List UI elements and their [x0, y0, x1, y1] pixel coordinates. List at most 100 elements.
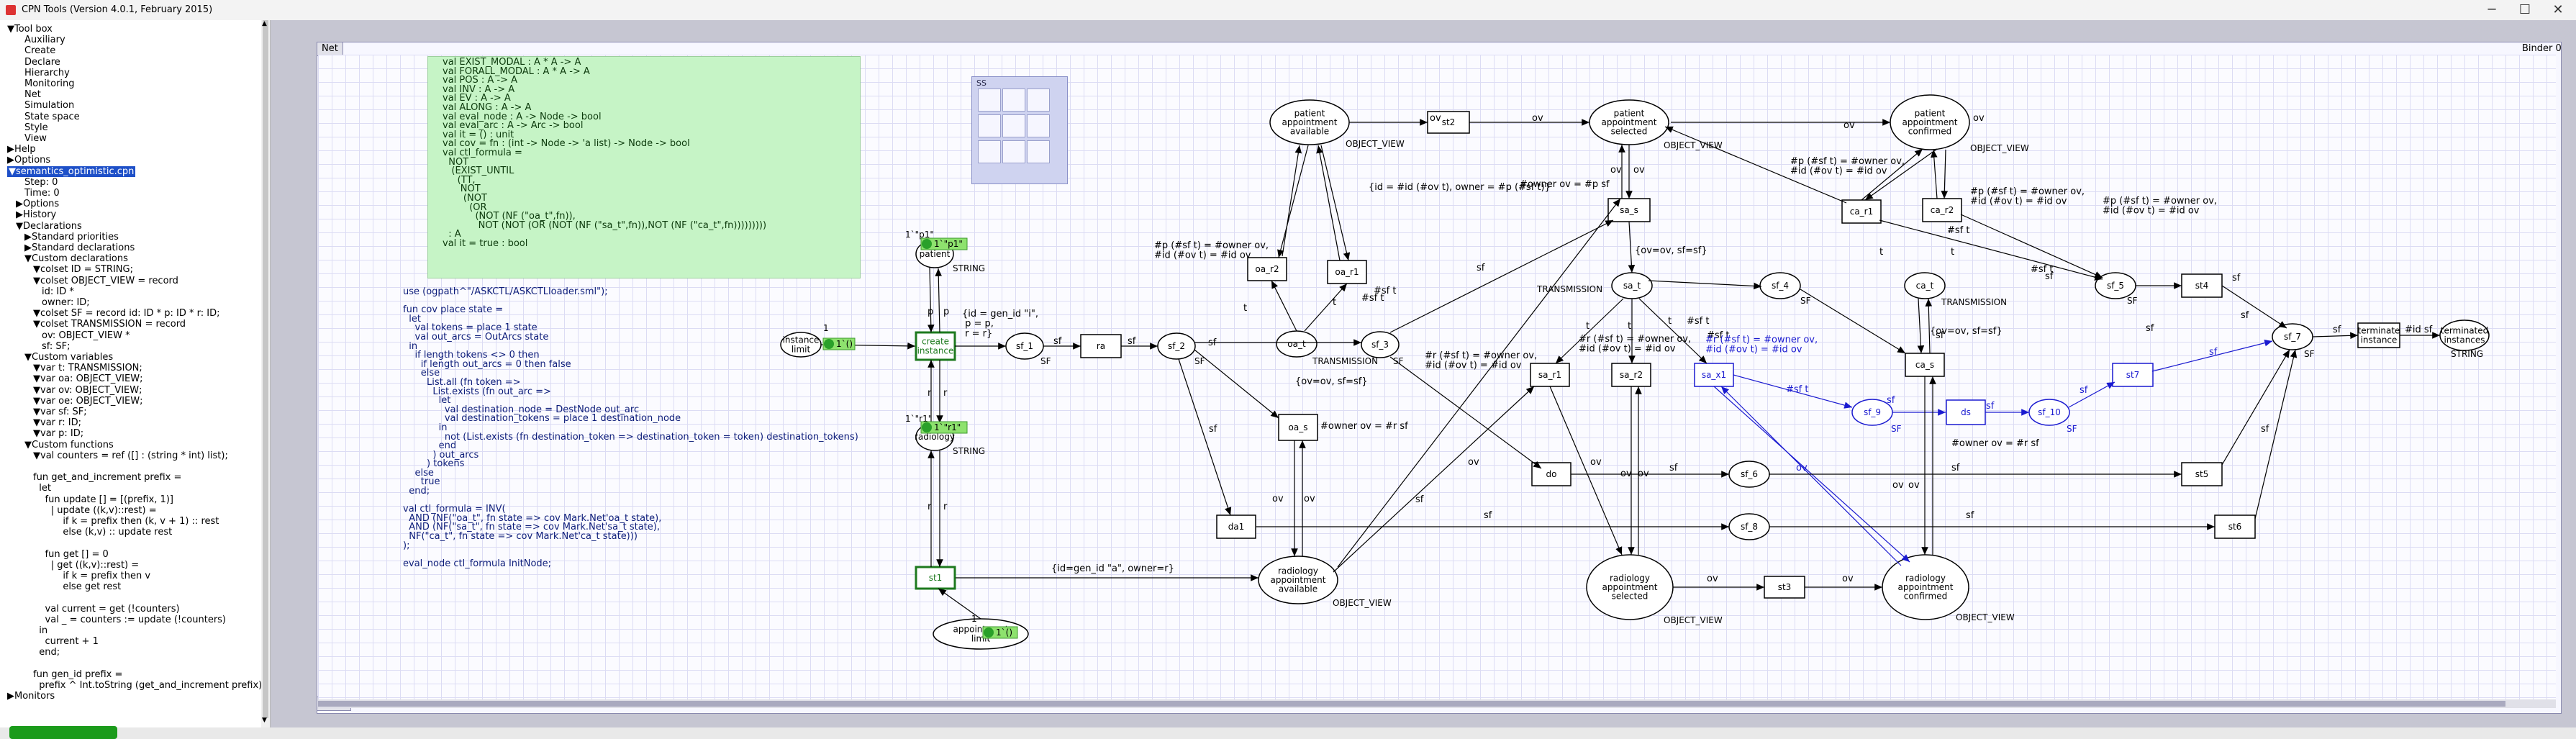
net-canvas[interactable]: val EXIST_MODAL : A * A -> A val FORALL_… [318, 55, 2556, 699]
tree-item[interactable]: ▼Custom functions [24, 439, 114, 450]
tree-item[interactable]: ▶Monitors [7, 691, 55, 702]
tree-item[interactable]: Declare [24, 56, 60, 68]
t-oar2 [1247, 257, 1287, 281]
ss-save-icon[interactable] [1027, 89, 1050, 112]
arc [1549, 386, 1623, 556]
tree-item[interactable]: ▼Custom variables [24, 352, 114, 363]
tree-item[interactable]: ov: OBJECT_VIEW * [42, 330, 130, 341]
tree-item[interactable]: ▼Tool box [7, 24, 53, 35]
tree-item[interactable]: else (k,v) :: update rest [33, 527, 173, 538]
tree-item[interactable]: ▼var oe: OBJECT_VIEW; [33, 395, 143, 407]
tree-item[interactable]: Time: 0 [24, 188, 60, 199]
tree-item[interactable]: end; [33, 647, 60, 658]
tree-item[interactable]: Create [24, 45, 56, 57]
state-space-palette[interactable]: SS [971, 76, 1068, 184]
ss-display-path-icon[interactable] [1027, 140, 1050, 163]
ss-display-node-icon[interactable] [978, 114, 1001, 137]
tree-item[interactable]: current + 1 [33, 636, 99, 648]
net-label: #sf t [2031, 264, 2053, 275]
index-scrollbar[interactable] [261, 20, 270, 727]
tree-item[interactable]: ▼var p: ID; [33, 428, 84, 440]
tree-item[interactable]: ▼var sf: SF; [33, 407, 87, 417]
tree-item[interactable]: ▼colset ID = STRING; [33, 264, 133, 276]
arc [1628, 221, 1636, 273]
color-set-label: STRING [953, 446, 985, 456]
tree-item[interactable]: ▶Standard declarations [24, 242, 135, 253]
ss-display-successors-icon[interactable] [1002, 114, 1025, 137]
net-label: sf [1128, 336, 1136, 347]
tree-item[interactable]: ▶Options [7, 155, 51, 166]
close-icon[interactable]: ✕ [2552, 2, 2564, 17]
tree-item[interactable]: Step: 0 [24, 176, 58, 188]
tree-item[interactable]: View [24, 133, 47, 144]
tree-item[interactable]: ▶History [16, 209, 57, 221]
maximize-icon[interactable]: ☐ [2518, 2, 2531, 17]
tree-item[interactable]: else get rest [33, 581, 122, 593]
tree-item[interactable]: | update ((k,v)::rest) = [33, 504, 157, 516]
tree-item[interactable]: Net [24, 89, 41, 101]
tree-item[interactable]: ▼semantics_optimistic.cpn [7, 166, 136, 177]
net-label: #r (#sf t) = #owner ov,#id (#ov t) = #id… [1579, 334, 1691, 355]
canvas-horizontal-scrollbar[interactable] [318, 699, 2556, 708]
tree-item[interactable]: Style [24, 122, 48, 133]
tree-item[interactable]: fun gen_id prefix = [33, 668, 123, 680]
ss-from-sim-icon[interactable] [1002, 140, 1025, 163]
tree-item[interactable]: ▼val counters = ref ([] : (string * int)… [33, 450, 228, 461]
tree-item[interactable]: ▼Declarations [16, 220, 82, 232]
tree-item[interactable]: fun get_and_increment prefix = [33, 472, 182, 484]
scroll-up-icon[interactable]: ▲ [262, 20, 267, 27]
tree-item[interactable]: ▼colset OBJECT_VIEW = record [33, 275, 178, 286]
tree-item[interactable]: State space [24, 111, 80, 122]
tree-item[interactable]: let [33, 483, 51, 494]
tree-item[interactable]: val _ = counters := update (!counters) [33, 614, 227, 625]
tree-item[interactable]: ▼var t: TRANSMISSION; [33, 363, 142, 374]
token-count-icon [984, 627, 994, 638]
tree-item[interactable]: owner: ID; [42, 297, 90, 308]
color-set-label: OBJECT_VIEW [1333, 598, 1392, 608]
tree-item[interactable]: fun get [] = 0 [33, 548, 109, 560]
p-sf6-label: sf_6 [1741, 469, 1758, 479]
tree-item[interactable]: if k = prefix then v [33, 571, 151, 581]
tree-item[interactable]: ▼var r: ID; [33, 417, 81, 429]
tree-item[interactable]: ▶Standard priorities [24, 231, 119, 242]
ss-scc-icon[interactable] [1002, 89, 1025, 112]
tree-item[interactable]: Simulation [24, 100, 75, 112]
tree-item[interactable]: Hierarchy [24, 67, 70, 78]
binder-label: Binder 0 [2522, 43, 2562, 54]
net-label: #sf t [1707, 330, 1729, 341]
minimize-icon[interactable]: ─ [2487, 2, 2496, 17]
window-title: CPN Tools (Version 4.0.1, February 2015) [22, 4, 213, 15]
tree-item[interactable]: | get ((k,v)::rest) = [33, 559, 140, 571]
tree-item[interactable]: id: ID * [42, 286, 74, 297]
ss-display-predecessors-icon[interactable] [1027, 114, 1050, 137]
scroll-down-icon[interactable]: ▼ [262, 717, 267, 724]
tree-item[interactable]: ▼colset TRANSMISSION = record [33, 319, 186, 330]
arc [1316, 145, 1341, 261]
tree-item[interactable]: fun update [] = [(prefix, 1)] [33, 494, 173, 505]
tree-item[interactable]: prefix ^ Int.toString (get_and_increment… [33, 680, 266, 691]
tree-item[interactable]: Monitoring [24, 78, 75, 89]
tree-item[interactable]: Auxiliary [24, 35, 65, 46]
tree-item[interactable]: in [33, 625, 48, 636]
tree-item[interactable]: ▶Help [7, 144, 36, 155]
t-oar2-label: oa_r2 [1255, 264, 1279, 274]
tree-item[interactable]: ▼Custom declarations [24, 253, 128, 265]
p-oat-label: oa_t [1287, 339, 1306, 349]
tree-item[interactable]: if k = prefix then (k, v + 1) :: rest [33, 516, 219, 527]
tab-net[interactable]: Net [317, 42, 343, 56]
tree-item[interactable]: ▶Options [16, 199, 60, 210]
tree-item[interactable]: sf: SF; [42, 340, 71, 352]
ss-calculate-icon[interactable] [978, 89, 1001, 112]
tree-item[interactable]: ▼var ov: OBJECT_VIEW; [33, 384, 142, 396]
arc [1304, 283, 1348, 332]
tree-item[interactable]: val current = get (!counters) [33, 603, 180, 615]
marking-box [920, 237, 968, 250]
tree-item[interactable]: ▼var oa: OBJECT_VIEW; [33, 373, 143, 385]
ss-to-sim-icon[interactable] [978, 140, 1001, 163]
arc [1917, 298, 1925, 354]
tree-item[interactable]: ▼colset SF = record id: ID * p: ID * r: … [33, 308, 220, 319]
marking-value: 1`() [836, 339, 853, 349]
color-set-label: STRING [2451, 349, 2483, 359]
